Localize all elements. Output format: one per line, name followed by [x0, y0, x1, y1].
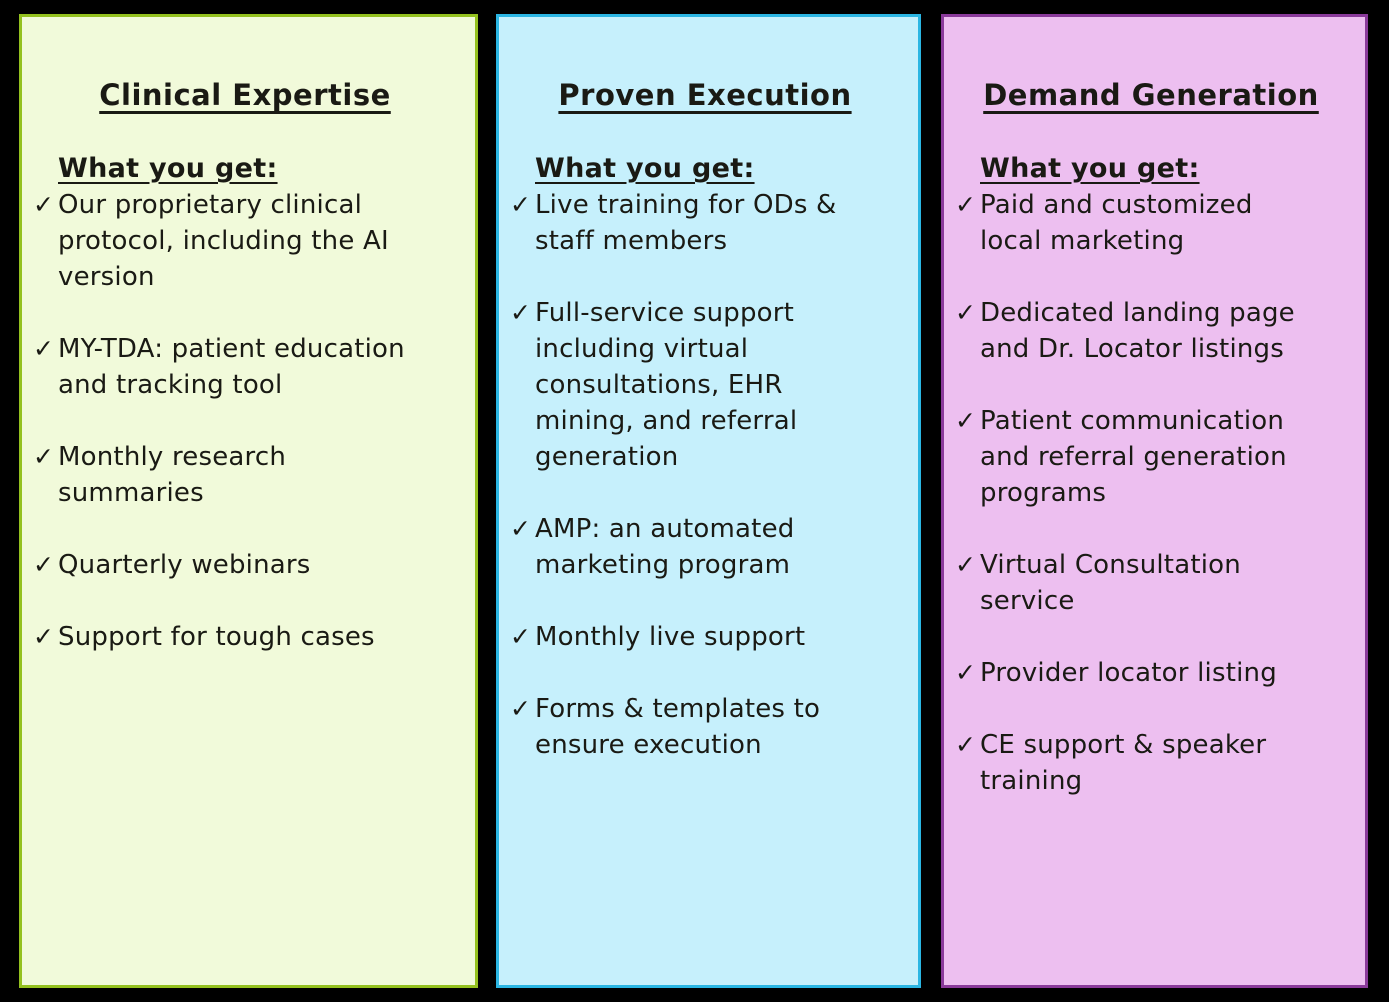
checklist-item: ✓Forms & templates to ensure execution: [510, 691, 900, 763]
checkmark-icon: ✓: [955, 550, 976, 579]
checklist-item: ✓Provider locator listing: [955, 655, 1347, 691]
what-you-get-label: What you get:: [58, 153, 278, 184]
checkmark-icon: ✓: [955, 190, 976, 219]
checklist-item-text: Full-service support including virtual c…: [535, 298, 798, 472]
checklist-item: ✓Quarterly webinars: [33, 547, 457, 583]
checkmark-icon: ✓: [510, 514, 531, 543]
checkmark-icon: ✓: [33, 190, 54, 219]
checkmark-icon: ✓: [510, 622, 531, 651]
checklist-item: ✓Virtual Consultation service: [955, 547, 1347, 619]
checklist-item-text: Monthly research summaries: [58, 442, 287, 508]
checkmark-icon: ✓: [510, 298, 531, 327]
what-you-get-label: What you get:: [535, 153, 755, 184]
checkmark-icon: ✓: [955, 298, 976, 327]
checklist-item-text: Forms & templates to ensure execution: [535, 694, 821, 760]
checklist-item-text: MY-TDA: patient education and tracking t…: [58, 334, 405, 400]
checklist-item: ✓Patient communication and referral gene…: [955, 403, 1347, 511]
panel-proven-execution: Proven Execution What you get: ✓Live tra…: [496, 14, 921, 988]
checklist-item-text: Patient communication and referral gener…: [980, 406, 1287, 508]
checklist-item-text: Paid and customized local marketing: [980, 190, 1253, 256]
checklist-item-text: Monthly live support: [535, 622, 806, 652]
panel-demand-generation: Demand Generation What you get: ✓Paid an…: [941, 14, 1368, 988]
checkmark-icon: ✓: [510, 694, 531, 723]
panel-title: Demand Generation: [983, 78, 1319, 112]
checklist-item-text: Provider locator listing: [980, 658, 1277, 688]
checklist-item-text: Virtual Consultation service: [980, 550, 1241, 616]
checkmark-icon: ✓: [955, 658, 976, 687]
benefits-checklist: ✓Paid and customized local marketing✓Ded…: [955, 187, 1347, 799]
checklist-item: ✓Monthly research summaries: [33, 439, 457, 511]
panel-clinical-expertise: Clinical Expertise What you get: ✓Our pr…: [19, 14, 478, 988]
checklist-item-text: AMP: an automated marketing program: [535, 514, 795, 580]
checklist-item-text: Our proprietary clinical protocol, inclu…: [58, 190, 389, 292]
panel-title: Proven Execution: [558, 78, 852, 112]
checklist-item-text: Live training for ODs & staff members: [535, 190, 837, 256]
benefits-checklist: ✓Our proprietary clinical protocol, incl…: [33, 187, 457, 655]
checklist-item: ✓MY-TDA: patient education and tracking …: [33, 331, 457, 403]
checklist-item-text: CE support & speaker training: [980, 730, 1267, 796]
checkmark-icon: ✓: [33, 550, 54, 579]
checkmark-icon: ✓: [33, 442, 54, 471]
checklist-item: ✓Paid and customized local marketing: [955, 187, 1347, 259]
checklist-item: ✓AMP: an automated marketing program: [510, 511, 900, 583]
checkmark-icon: ✓: [955, 730, 976, 759]
checklist-item-text: Quarterly webinars: [58, 550, 311, 580]
panel-title: Clinical Expertise: [99, 78, 391, 112]
checklist-item-text: Support for tough cases: [58, 622, 375, 652]
checkmark-icon: ✓: [510, 190, 531, 219]
checkmark-icon: ✓: [955, 406, 976, 435]
checkmark-icon: ✓: [33, 334, 54, 363]
checklist-item: ✓Our proprietary clinical protocol, incl…: [33, 187, 457, 295]
checklist-item: ✓Monthly live support: [510, 619, 900, 655]
checkmark-icon: ✓: [33, 622, 54, 651]
what-you-get-label: What you get:: [980, 153, 1200, 184]
checklist-item: ✓Support for tough cases: [33, 619, 457, 655]
checklist-item: ✓Live training for ODs & staff members: [510, 187, 900, 259]
benefits-checklist: ✓Live training for ODs & staff members✓F…: [510, 187, 900, 763]
checklist-item: ✓Full-service support including virtual …: [510, 295, 900, 475]
checklist-item-text: Dedicated landing page and Dr. Locator l…: [980, 298, 1295, 364]
checklist-item: ✓Dedicated landing page and Dr. Locator …: [955, 295, 1347, 367]
checklist-item: ✓CE support & speaker training: [955, 727, 1347, 799]
